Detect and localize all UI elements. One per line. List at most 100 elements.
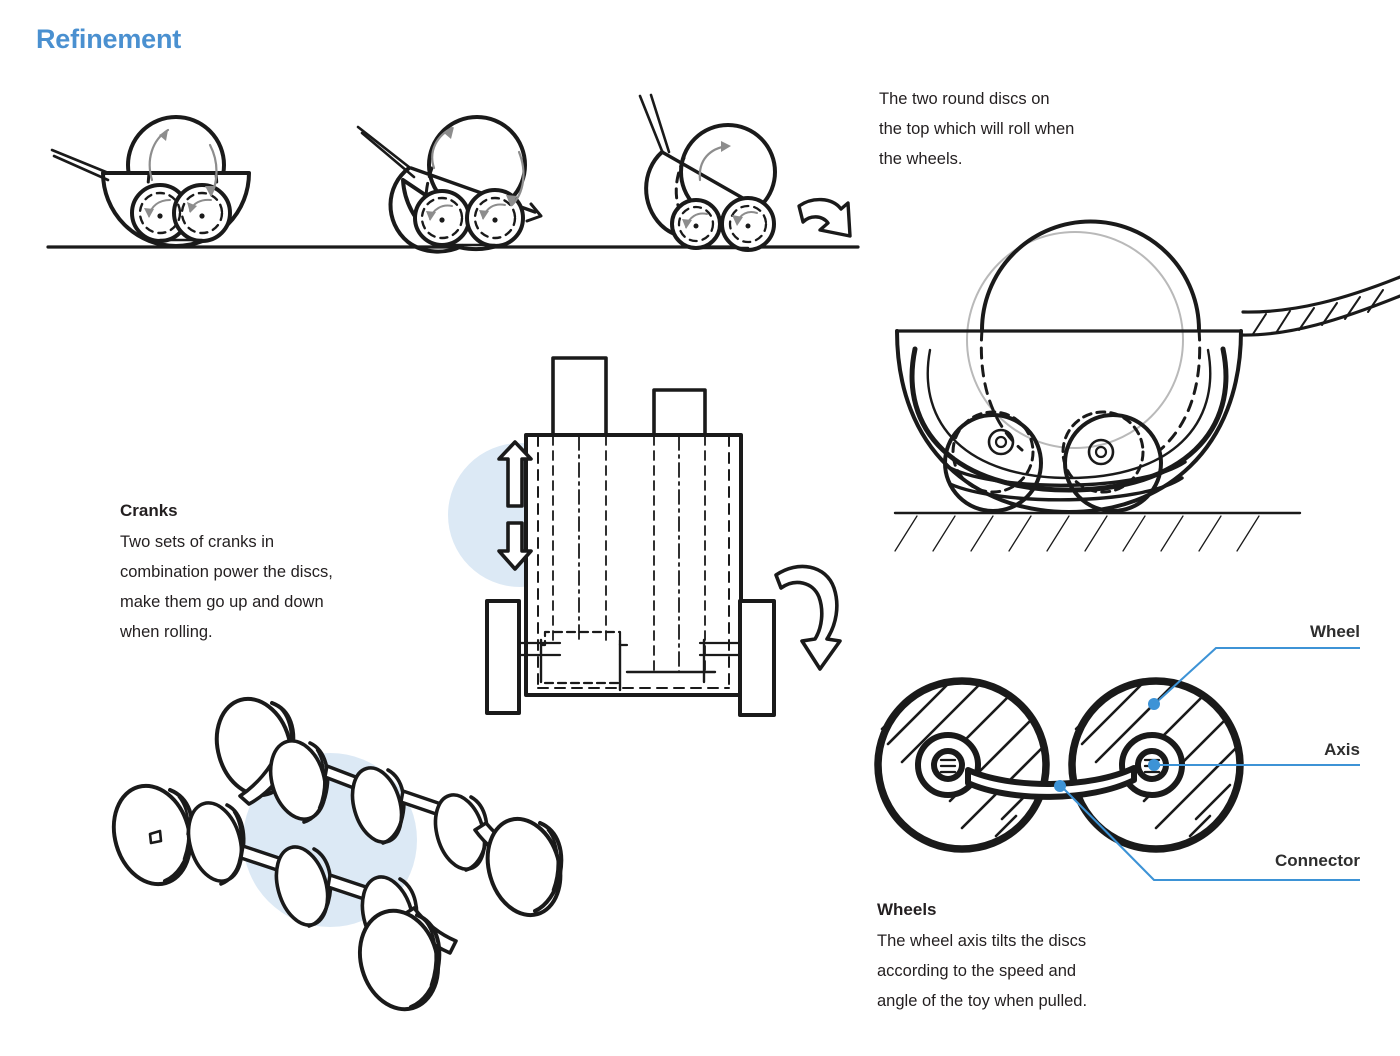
callout-leaders [1054,646,1360,882]
crank-link-front-right [401,906,458,955]
disc-hidden-2 [424,166,434,228]
motion-arrow [797,197,852,238]
wheel-right-2 [465,188,525,248]
assembly-disc-front-right [357,908,442,1012]
handle-rod-2a [356,125,411,169]
bowl-corner-2 [525,202,543,223]
disc-rim [266,701,296,792]
callout-label-connector: Connector [1275,851,1360,870]
mid-disc-face [350,766,404,844]
rotation-arrow-3a [698,144,730,182]
small-disc-rim [302,741,330,824]
bowl-wheel-left-dash [951,410,1035,494]
rotation-arrow-head-1 [159,130,168,141]
assembly-disc-back-right [485,816,564,918]
assembly-disc-back-far [214,696,296,798]
mid2-disc-rim [464,795,489,872]
rotation-arrow-head-11 [732,215,743,226]
rotation-arrow-head-10 [682,219,692,229]
construction-sphere [966,231,1184,449]
rolling-frame-3 [638,93,852,252]
rotation-arrow-disc-right [208,143,218,197]
disc-hidden-right [1158,328,1202,452]
side-wheel-left [485,599,521,715]
rotation-arrow-head-8 [479,210,489,220]
handle-rope-lower [1239,294,1400,337]
post-center-lines [578,435,680,673]
bowl-hub-right-inner [1094,445,1108,459]
wheel-right-hub-hatch [1143,758,1161,774]
wheel-right-dash-2 [473,196,517,240]
connector-bar [965,765,1137,800]
shaft-front-2 [326,873,374,903]
assembly-disc-back-mid [350,766,406,845]
rotation-arrow-2c [429,204,453,220]
wheel-left-hub [931,748,965,782]
axle-pin-nub [148,829,163,845]
handle-rod-3b [649,93,671,154]
rotation-arrow-disc-left [148,128,170,182]
mechanism-box [524,433,743,697]
disc-hidden-edge-left [145,171,153,230]
bowl-body-2 [401,178,502,252]
crank-band-a [948,460,1187,487]
front-disc-face [111,783,193,887]
rotation-arrow-3b [685,212,708,228]
note-discs-body: The two round discs on the top which wil… [879,90,1075,168]
side-wheel-right [738,599,776,717]
right-disc-edge [546,828,560,892]
front-mid2-disc-rim [393,877,419,958]
note-wheels-body: The wheel axis tilts the discs according… [877,932,1088,1010]
bowl-hub-left-inner [994,435,1008,449]
down-arrow [497,521,533,571]
right-disc-rim [533,821,564,913]
rotation-arrow-head-5 [444,127,454,139]
wheel-left [130,183,190,243]
rotation-arrow-head-9 [721,141,731,152]
page-title: Refinement [36,24,182,54]
top-disc-3 [679,123,777,221]
rotation-arrow-head-3 [144,208,154,218]
rotation-arrow-wheel-right [189,198,212,212]
top-disc-2 [427,115,527,215]
handle-rod-b [52,154,110,182]
assembly-disc-front-mid2 [360,875,419,958]
leader-dot-axis [1148,759,1160,771]
bowl-rim-3 [660,150,764,211]
hub-left [157,213,163,219]
front-small-disc-face [186,801,244,883]
small-disc-face [268,739,328,821]
right-disc-face [485,816,563,918]
highlight-circle-assembly [243,753,417,927]
assembly-disc-front-mid [274,845,333,928]
wheel-left-dash [138,191,182,235]
rotation-arrow-2b [510,150,525,207]
figure-crank-assembly-3d [111,696,564,1012]
wheel-right-big [1068,677,1244,853]
wheel-left-big [874,677,1050,853]
front-mid-disc-rim [307,847,333,928]
internal-crank-outline [539,630,629,685]
handle-rod-2b [360,131,416,179]
leader-dot-connector [1054,780,1066,792]
top-disc-arc [980,219,1201,332]
wheel-right-3 [720,196,776,252]
wheel-right-hub-ring [1119,732,1185,798]
disc-face [214,696,294,798]
disc-hidden-edge-right [211,171,219,228]
bowl-outline-2 [388,166,464,254]
bowl-inner-rib-2 [926,348,1212,480]
wheel-right-hatching [1074,682,1237,838]
bowl-hub-right [1087,438,1115,466]
post-left [551,356,608,438]
shaft-back-2 [399,789,446,818]
shaft-front-1 [239,844,290,875]
leader-line-wheel [1158,646,1360,701]
rotation-arrow-2a [431,126,454,170]
rotation-arrow-head-6 [506,195,517,207]
front-disc-edge [177,795,191,861]
wheel-left-dash-3 [677,205,715,243]
bowl-body [101,171,251,248]
note-wheels-heading: Wheels [877,900,937,919]
